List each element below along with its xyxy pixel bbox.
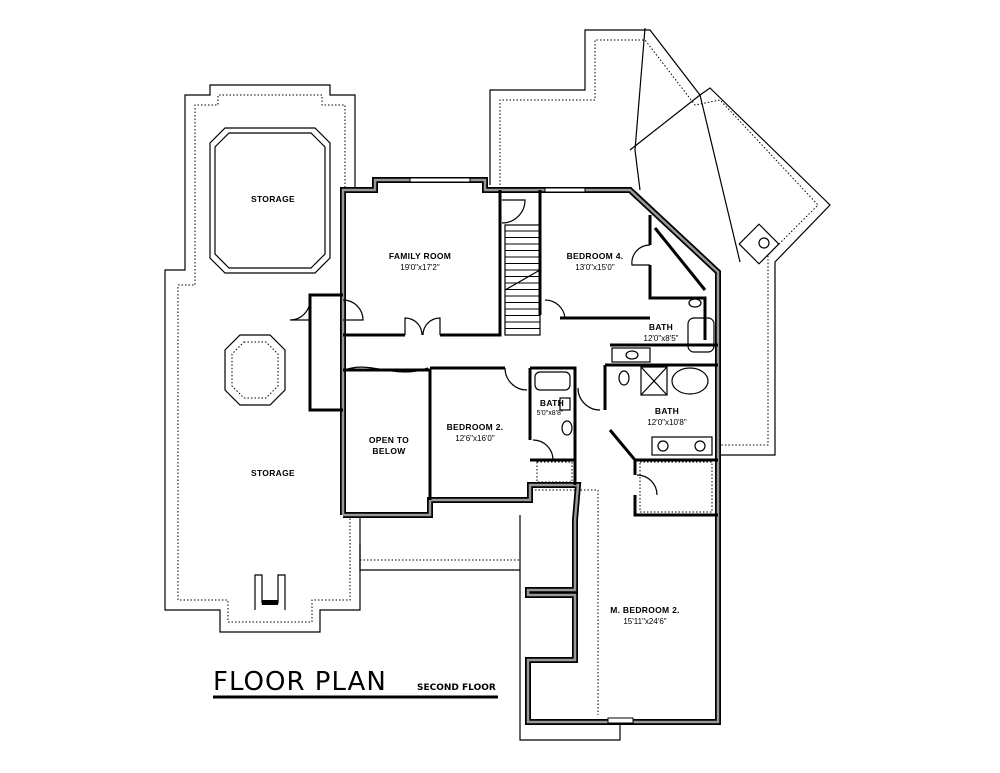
room-size: 12'6"x16'0" [455,434,495,443]
room-size: 13'0"x15'0" [575,263,615,272]
room-size: 5'0"x8'8" [537,410,564,417]
doors-fixtures [289,199,715,513]
exterior-walls [308,177,721,725]
interior-walls [343,190,718,517]
room-name: M. BEDROOM 2. [610,605,680,615]
room-size: 15'11"x24'6" [623,617,666,626]
room-labels: STORAGE STORAGE FAMILY ROOM 19'0"x17'2" … [251,194,687,626]
room-name: BATH [649,322,673,332]
subtitle-text: SECOND FLOOR [417,683,496,693]
plan-title: FLOOR PLAN SECOND FLOOR [213,667,498,699]
room-name: BATH [655,406,679,416]
room-name: BATH [540,398,564,408]
room-name: STORAGE [251,194,295,204]
room-name: OPEN TO [369,435,409,445]
room-name: FAMILY ROOM [389,251,451,261]
room-name: STORAGE [251,468,295,478]
room-name: BEDROOM 4. [567,251,624,261]
room-name: BELOW [372,446,406,456]
storage-outline [164,84,361,633]
roof-outline [359,27,831,741]
room-size: 19'0"x17'2" [400,263,440,272]
room-name: BEDROOM 2. [447,422,504,432]
title-text: FLOOR PLAN [213,667,387,697]
room-size: 12'0"x10'8" [647,418,687,427]
room-size: 12'0"x8'5" [644,334,679,343]
staircase [504,224,541,336]
